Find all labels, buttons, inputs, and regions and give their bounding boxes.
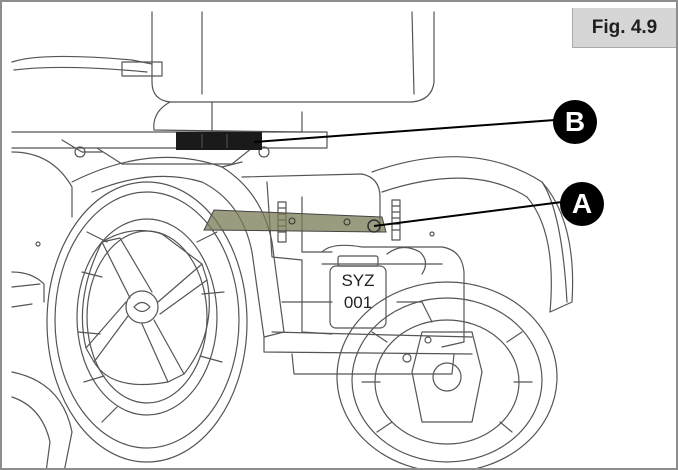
rear-wheel <box>336 281 558 468</box>
figure-label: Fig. 4.9 <box>572 8 676 48</box>
plate-line-1: SYZ <box>341 271 375 290</box>
frame-bar <box>11 131 328 165</box>
seat-outline <box>151 11 435 133</box>
callout-a: A <box>560 182 604 226</box>
license-plate <box>329 255 387 329</box>
plate-line-2: 001 <box>343 293 373 312</box>
front-fender <box>71 156 285 338</box>
callout-b: B <box>553 100 597 144</box>
rear-fender <box>371 156 574 313</box>
seat-bracket <box>11 55 163 77</box>
center-mechanism <box>241 173 473 375</box>
left-rear-wheel <box>11 151 73 468</box>
front-wheel <box>46 181 248 463</box>
leader-lines <box>253 119 563 227</box>
plate-text: SYZ 001 <box>333 270 383 326</box>
part-a-highlight <box>203 209 387 233</box>
part-b-highlight <box>176 132 262 150</box>
